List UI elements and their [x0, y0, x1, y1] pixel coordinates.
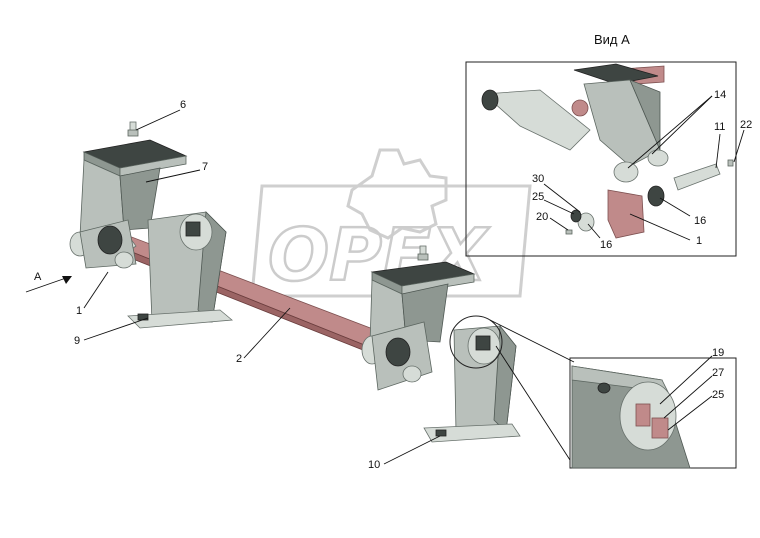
callout-1-view: 1: [696, 235, 702, 247]
callout-30: 30: [532, 173, 544, 185]
callout-25-detail: 25: [712, 389, 724, 401]
left-lower-bracket: [127, 211, 234, 329]
callout-27: 27: [712, 367, 724, 379]
callout-2: 2: [236, 353, 242, 365]
callout-11: 11: [714, 121, 725, 133]
callout-7: 7: [202, 161, 208, 173]
detail-highlight-circle: [449, 315, 503, 369]
right-link-arm: [361, 321, 433, 391]
callout-20: 20: [536, 211, 548, 223]
left-link-arm: [69, 219, 137, 269]
callout-19: 19: [712, 347, 724, 359]
detail-connector-line-2: [489, 319, 575, 363]
left-grease-fitting: [127, 121, 139, 137]
callout-6: 6: [180, 99, 186, 111]
detail-connector-line-1: [495, 345, 571, 461]
callout-16-left: 16: [600, 239, 612, 251]
callout-1-main: 1: [76, 305, 82, 317]
detail-zoom-panel: [569, 357, 737, 469]
view-a-arrow: A: [25, 271, 72, 293]
callout-10: 10: [368, 459, 380, 471]
callout-leaders: [83, 95, 745, 465]
view-a-panel: Вид А: [465, 32, 737, 257]
right-grease-fitting: [417, 245, 429, 261]
callout-labels: 6 7 1 9 2 10 14 11 22 30 25 20 16 16 1 1…: [74, 89, 752, 471]
callout-14: 14: [714, 89, 726, 101]
view-a-title: Вид А: [594, 32, 630, 47]
callout-22: 22: [740, 119, 752, 131]
callout-16-right: 16: [694, 215, 706, 227]
view-a-arrow-label: A: [34, 271, 42, 283]
callout-9: 9: [74, 335, 80, 347]
callout-25-view: 25: [532, 191, 544, 203]
right-lower-bracket: [423, 324, 521, 443]
